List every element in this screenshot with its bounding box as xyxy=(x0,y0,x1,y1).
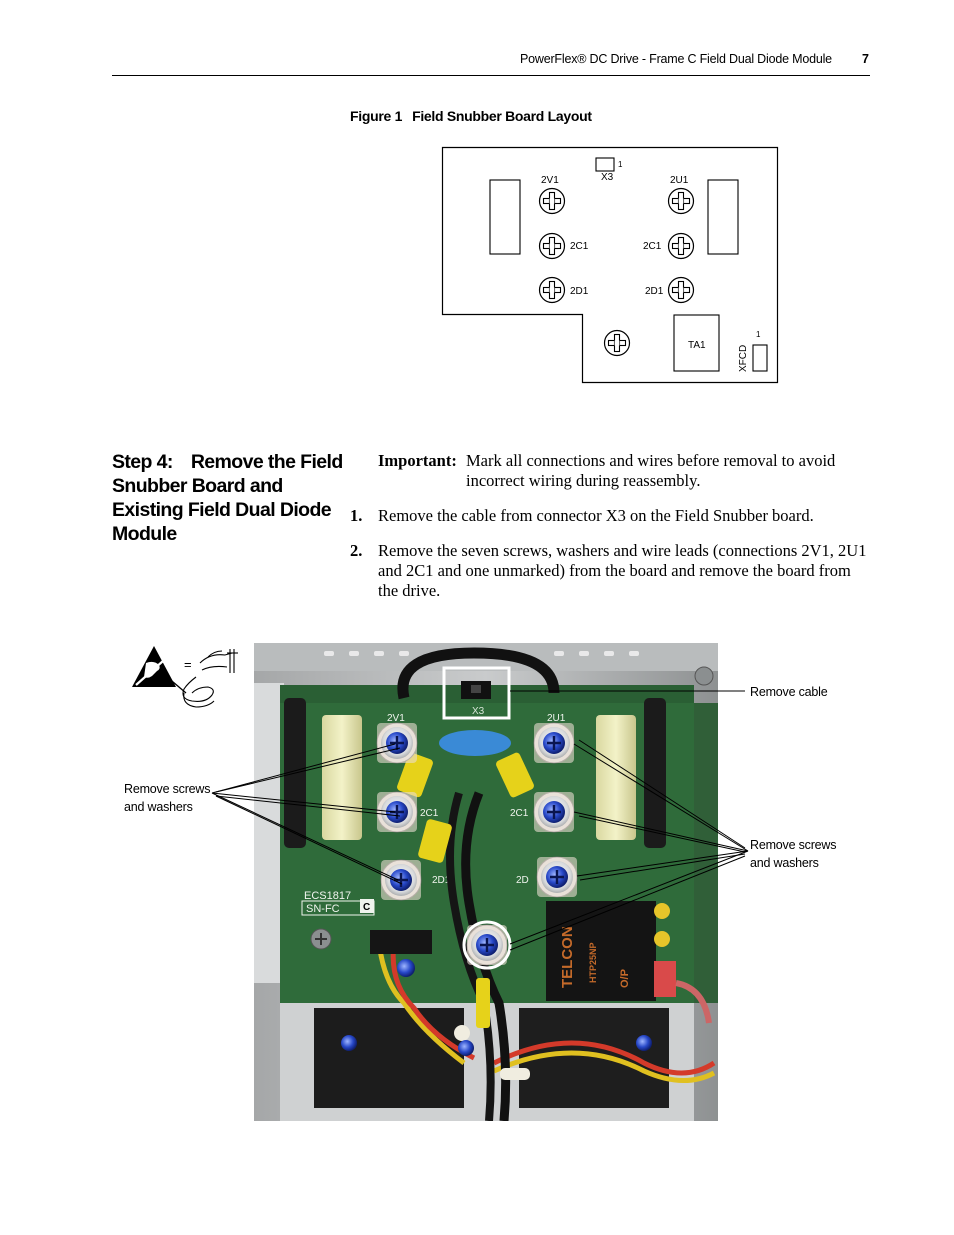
photo-label-2u1: 2U1 xyxy=(547,713,566,724)
important-label: Important: xyxy=(378,451,457,470)
step-2-text: Remove the seven screws, washers and wir… xyxy=(378,541,867,600)
label-xfcd: XFCD xyxy=(738,345,749,372)
wrist-strap-icon xyxy=(182,649,238,708)
photo-screw-2c1-left-icon xyxy=(375,790,419,834)
figure-label: Figure 1 xyxy=(350,108,403,124)
esd-warning: = xyxy=(132,646,238,708)
running-header-title: PowerFlex® DC Drive - Frame C Field Dual… xyxy=(520,52,832,66)
photo-label-2v1: 2V1 xyxy=(387,713,405,724)
label-2c1-right: 2C1 xyxy=(643,241,662,252)
xfcd-connector xyxy=(752,344,768,372)
photo-label-snfc: SN-FC xyxy=(306,903,340,915)
photo-screw-2c1-right-icon xyxy=(532,790,576,834)
important-text: Mark all connections and wires before re… xyxy=(466,451,836,490)
screw-2d1-right-icon xyxy=(667,276,695,304)
label-2d1-right: 2D1 xyxy=(645,286,664,297)
photo-label-2c1-left: 2C1 xyxy=(420,808,439,819)
callout-left-remove-screws: Remove screws and washers xyxy=(124,780,211,816)
callout-remove-cable: Remove cable xyxy=(750,685,828,699)
label-2d1-left: 2D1 xyxy=(570,286,589,297)
screw-2d1-left-icon xyxy=(538,276,566,304)
photo-label-rev: C xyxy=(363,902,370,913)
figure-title: Field Snubber Board Layout xyxy=(412,108,592,124)
x3-highlight-box xyxy=(442,666,511,720)
x3-connector xyxy=(595,157,615,172)
left-capacitor xyxy=(489,179,521,255)
callout-left-line1: Remove screws xyxy=(124,782,211,796)
x3-label: X3 xyxy=(601,172,614,183)
photo-label-2c1-right: 2C1 xyxy=(510,808,529,819)
snubber-board-diagram: 1 X3 2V1 2U1 2C1 2C1 2D1 2D1 TA1 1 XFCD xyxy=(441,146,779,384)
step-title: Remove the Field Snubber Board and Exist… xyxy=(112,451,343,545)
esd-warning-icon xyxy=(132,646,187,694)
photo-screw-2u1-icon xyxy=(532,721,576,765)
screw-2c1-right-icon xyxy=(667,232,695,260)
label-2v1: 2V1 xyxy=(541,175,559,186)
step-2-number: 2. xyxy=(350,541,363,560)
header-rule xyxy=(112,75,870,76)
screw-unmarked-icon xyxy=(603,329,631,357)
callout-left-line2: and washers xyxy=(124,800,193,814)
photo-screw-2v1-icon xyxy=(375,721,419,765)
x3-pin: 1 xyxy=(618,160,623,169)
page-number: 7 xyxy=(862,52,869,66)
photo-screw-2d1-right-icon xyxy=(535,855,579,899)
label-2u1: 2U1 xyxy=(670,175,689,186)
photo-label-telcon: TELCON xyxy=(559,926,576,988)
esd-equals: = xyxy=(184,657,192,672)
photo-label-2d1-right: 2D xyxy=(516,875,529,886)
callout-right-line1: Remove screws xyxy=(750,838,837,852)
snubber-board-photo: X3 2V1 2U1 2C1 2C1 2D1 2D ECS1817 SN-FC … xyxy=(254,643,718,1121)
figure-caption: Figure 1 Field Snubber Board Layout xyxy=(350,108,592,124)
step-heading: Step 4:Remove the Field Snubber Board an… xyxy=(112,450,352,546)
callout-right-line2: and washers xyxy=(750,856,819,870)
xfcd-pin: 1 xyxy=(756,330,761,339)
step-1-number: 1. xyxy=(350,506,363,525)
photo-label-2d1-left: 2D1 xyxy=(432,875,451,886)
photo-screw-2d1-left-icon xyxy=(379,858,423,902)
photo-label-op: O/P xyxy=(619,969,631,988)
screw-2c1-left-icon xyxy=(538,232,566,260)
photo-label-ecs: ECS1817 xyxy=(304,890,351,902)
step-number: Step 4: xyxy=(112,451,173,473)
screw-2v1-icon xyxy=(538,187,566,215)
ta1-block xyxy=(673,314,720,372)
photo-label-htp: HTP25NP xyxy=(588,942,598,983)
screw-2u1-icon xyxy=(667,187,695,215)
photo-label-x3: X3 xyxy=(472,706,485,717)
label-ta1: TA1 xyxy=(688,340,706,351)
step-1-text: Remove the cable from connector X3 on th… xyxy=(378,506,814,525)
right-capacitor xyxy=(707,179,739,255)
label-2c1-left: 2C1 xyxy=(570,241,589,252)
callout-right-remove-screws: Remove screws and washers xyxy=(750,836,837,872)
photo-screw-unmarked-icon xyxy=(465,923,509,967)
